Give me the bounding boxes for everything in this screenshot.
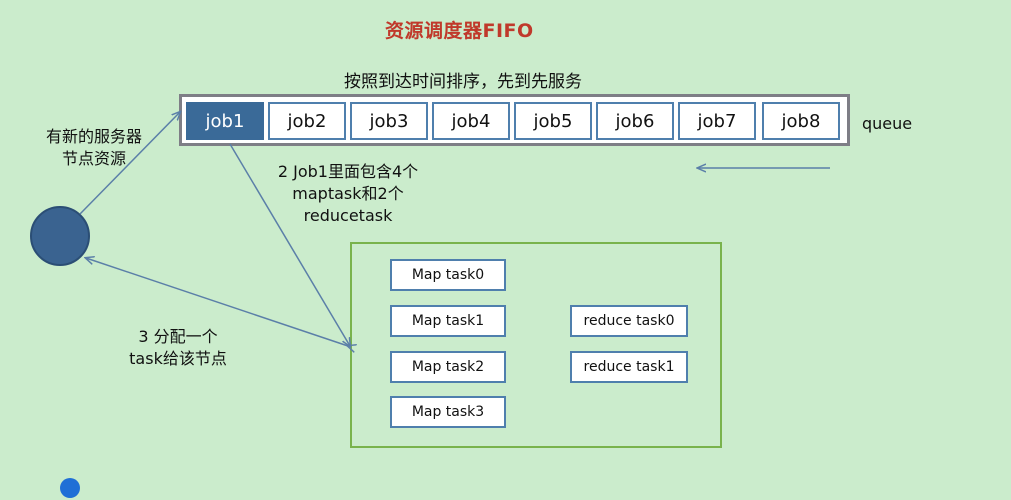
task-to-node-arrow — [86, 258, 348, 346]
queue-order-caption: 按照到达时间排序，先到先服务 — [344, 72, 582, 92]
server-node — [30, 206, 90, 266]
new-node-note: 有新的服务器 节点资源 — [24, 126, 164, 170]
job-4: job4 — [432, 102, 510, 140]
reduce-task-0: reduce task0 — [570, 305, 688, 337]
job1-contents-note: 2 Job1里面包含4个 maptask和2个 reducetask — [248, 161, 448, 227]
job-5: job5 — [514, 102, 592, 140]
queue-label: queue — [862, 114, 913, 133]
map-task-0: Map task0 — [390, 259, 506, 291]
job-3: job3 — [350, 102, 428, 140]
map-task-3: Map task3 — [390, 396, 506, 428]
job-7: job7 — [678, 102, 756, 140]
new-node-note-line2: 节点资源 — [61, 149, 126, 168]
job1-contents-line2: maptask和2个 — [292, 184, 404, 203]
reduce-task-1: reduce task1 — [570, 351, 688, 383]
job1-to-tasks-arrow — [229, 143, 350, 346]
map-task-2: Map task2 — [390, 351, 506, 383]
assign-task-line2: task给该节点 — [129, 349, 227, 368]
job-2: job2 — [268, 102, 346, 140]
map-task-1: Map task1 — [390, 305, 506, 337]
new-node-note-line1: 有新的服务器 — [45, 127, 142, 146]
job-8: job8 — [762, 102, 840, 140]
job1-contents-line1: 2 Job1里面包含4个 — [277, 162, 419, 181]
diagram-title: 资源调度器FIFO — [385, 20, 534, 42]
job1-contents-line3: reducetask — [303, 206, 393, 225]
job-6: job6 — [596, 102, 674, 140]
node-to-queue-arrow — [79, 112, 180, 215]
job-1: job1 — [186, 102, 264, 140]
bullet-dot — [60, 478, 80, 498]
